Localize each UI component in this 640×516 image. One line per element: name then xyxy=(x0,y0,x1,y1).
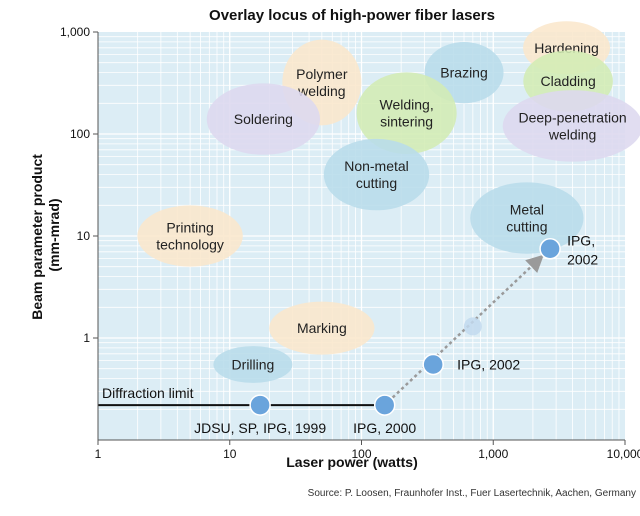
region-label: Drilling xyxy=(232,356,275,372)
point-label: 2002 xyxy=(567,252,598,268)
point-label: JDSU, SP, IPG, 1999 xyxy=(194,420,326,436)
region-label: cutting xyxy=(356,175,397,191)
data-point xyxy=(539,237,561,260)
diffraction-limit-label: Diffraction limit xyxy=(102,385,194,401)
source-note: Source: P. Loosen, Fraunhofer Inst., Fue… xyxy=(308,488,636,499)
region-label: Polymer xyxy=(296,66,348,82)
y-tick-label: 1 xyxy=(83,331,90,345)
point-label: IPG, xyxy=(567,233,595,249)
region-soldering xyxy=(206,83,321,155)
y-axis-title-line-1: Beam parameter product xyxy=(29,154,45,320)
data-point xyxy=(373,394,396,416)
region-label: Cladding xyxy=(540,73,595,89)
point-label: IPG, 2000 xyxy=(353,420,416,436)
region-label: Marking xyxy=(297,320,347,336)
region-label: welding xyxy=(297,83,345,99)
data-point xyxy=(249,394,271,416)
region-label: sintering xyxy=(380,114,433,130)
region-label: Non-metal xyxy=(344,158,409,174)
region-label: cutting xyxy=(506,219,547,235)
trend-marker xyxy=(463,317,482,336)
region-metal-cutting xyxy=(470,182,584,254)
region-label: Soldering xyxy=(234,111,293,127)
region-label: Brazing xyxy=(440,65,487,81)
x-tick-label: 1,000 xyxy=(478,447,508,461)
region-marking xyxy=(269,301,375,355)
x-tick-label: 100 xyxy=(351,447,371,461)
point-label: IPG, 2002 xyxy=(457,356,520,372)
region-label: Metal xyxy=(510,202,544,218)
region-label: Deep-penetration xyxy=(518,109,626,125)
x-axis-title: Laser power (watts) xyxy=(286,454,417,470)
region-deep-penetration-welding xyxy=(502,90,640,162)
region-printing-technology xyxy=(137,205,243,267)
region-label: welding xyxy=(548,126,596,142)
x-tick-label: 10 xyxy=(223,447,237,461)
axes: 1 10 100 1,000 10,000 1 10 100 1,000 xyxy=(60,25,640,461)
region-welding-sintering xyxy=(356,72,457,154)
region-label: Printing xyxy=(166,220,213,236)
data-point xyxy=(422,353,444,376)
region-drilling xyxy=(213,346,293,383)
application-regions: PolymerweldingBrazingHardeningCladdingSo… xyxy=(137,21,640,383)
y-tick-label: 1,000 xyxy=(60,25,90,39)
y-tick-label: 10 xyxy=(77,229,91,243)
region-non-metal-cutting xyxy=(323,138,430,211)
y-axis-title: Beam parameter product (mm-mrad) xyxy=(29,150,62,320)
y-tick-label: 100 xyxy=(70,127,90,141)
chart-title: Overlay locus of high-power fiber lasers xyxy=(209,7,495,24)
x-tick-label: 1 xyxy=(95,447,102,461)
region-label: Welding, xyxy=(380,97,434,113)
region-label: technology xyxy=(156,237,224,253)
x-tick-label: 10,000 xyxy=(607,447,640,461)
y-axis-title-line-2: (mm-mrad) xyxy=(46,198,62,271)
region-label: Hardening xyxy=(534,40,599,56)
